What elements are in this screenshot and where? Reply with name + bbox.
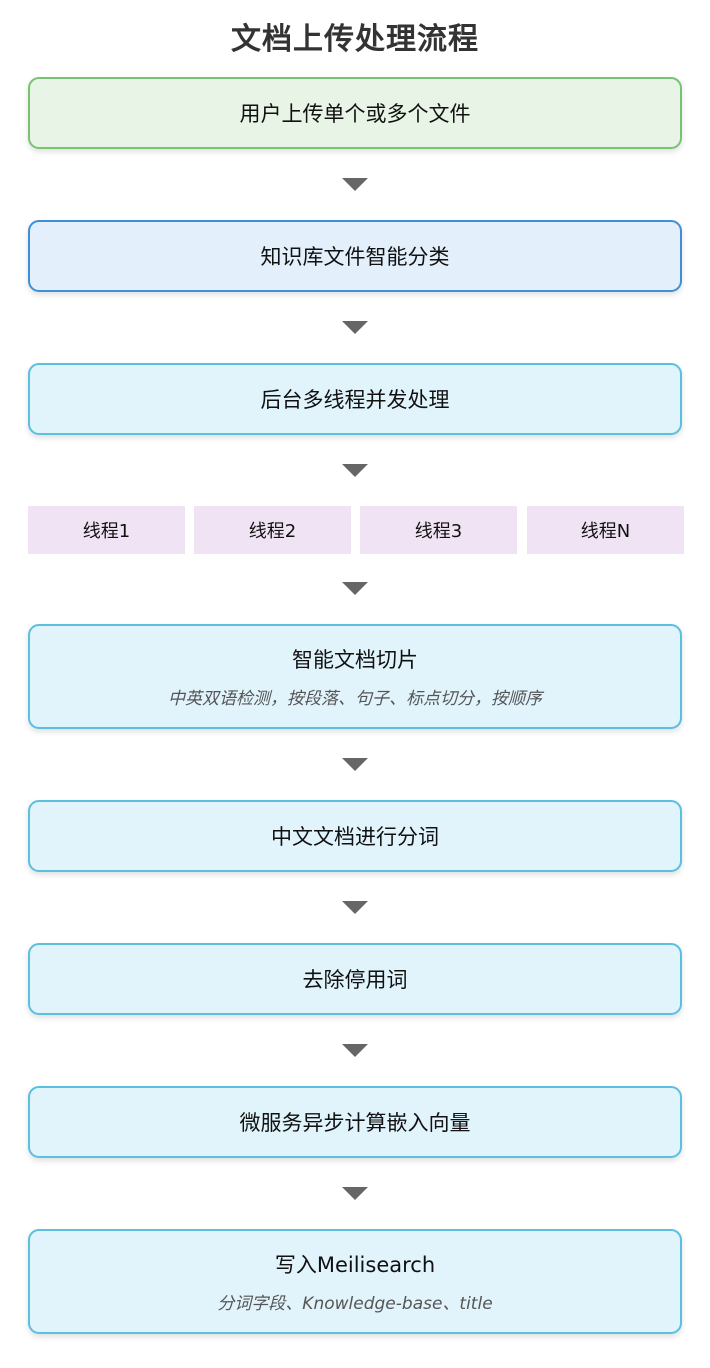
step-segment-label: 中文文档进行分词 — [271, 825, 439, 849]
step-slice-note: 中英双语检测，按段落、句子、标点切分，按顺序 — [168, 689, 542, 709]
arrow-down-icon — [342, 464, 368, 477]
step-write-label: 写入Meilisearch — [274, 1253, 436, 1277]
step-concurrent: 后台多线程并发处理 — [28, 363, 682, 435]
step-upload-label: 用户上传单个或多个文件 — [239, 102, 471, 126]
step-embedding-label: 微服务异步计算嵌入向量 — [239, 1111, 471, 1135]
step-stopwords: 去除停用词 — [28, 943, 682, 1015]
page-title: 文档上传处理流程 — [231, 22, 479, 57]
thread-box: 线程3 — [360, 506, 517, 554]
arrow-down-icon — [342, 582, 368, 595]
step-upload: 用户上传单个或多个文件 — [28, 77, 682, 149]
step-write-note: 分词字段、Knowledge-base、title — [217, 1294, 493, 1314]
step-slice-label: 智能文档切片 — [292, 648, 418, 672]
step-stopwords-label: 去除停用词 — [302, 968, 408, 992]
step-embedding: 微服务异步计算嵌入向量 — [28, 1086, 682, 1158]
thread-box: 线程2 — [194, 506, 351, 554]
step-write: 写入Meilisearch 分词字段、Knowledge-base、title — [28, 1229, 682, 1334]
arrow-down-icon — [342, 1187, 368, 1200]
thread-row: 线程1 线程2 线程3 线程N — [28, 506, 684, 554]
thread-box: 线程1 — [28, 506, 185, 554]
step-classify: 知识库文件智能分类 — [28, 220, 682, 292]
step-classify-label: 知识库文件智能分类 — [260, 245, 450, 269]
step-slice: 智能文档切片 中英双语检测，按段落、句子、标点切分，按顺序 — [28, 624, 682, 729]
thread-box: 线程N — [527, 506, 684, 554]
arrow-down-icon — [342, 758, 368, 771]
step-segment: 中文文档进行分词 — [28, 800, 682, 872]
arrow-down-icon — [342, 321, 368, 334]
arrow-down-icon — [342, 1044, 368, 1057]
arrow-down-icon — [342, 178, 368, 191]
step-concurrent-label: 后台多线程并发处理 — [260, 388, 450, 412]
arrow-down-icon — [342, 901, 368, 914]
